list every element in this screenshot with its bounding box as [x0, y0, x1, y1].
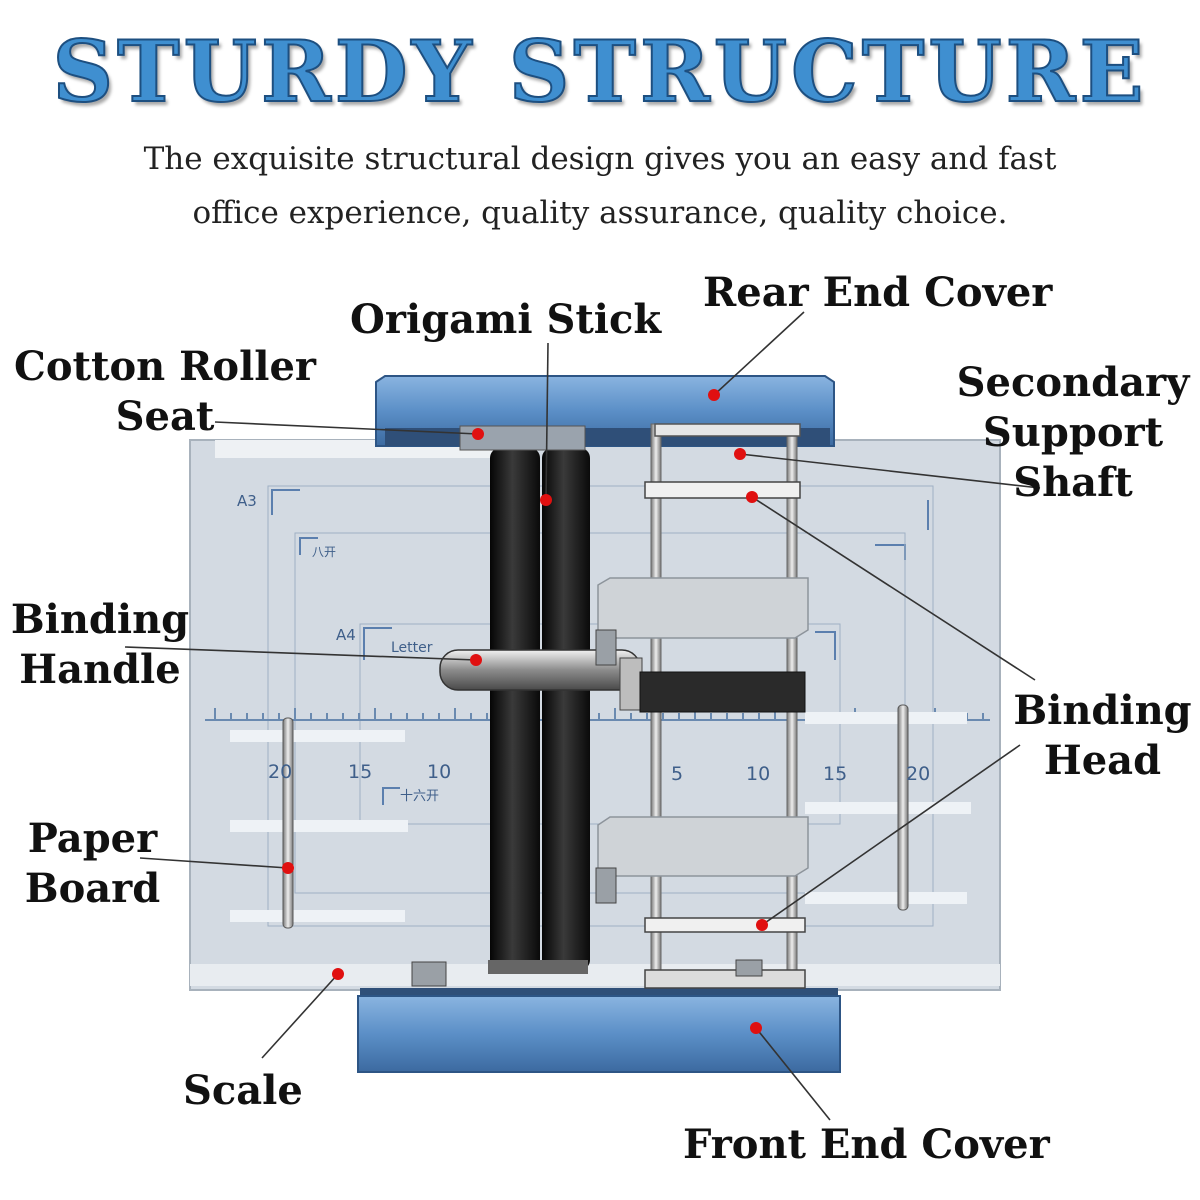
board-bottom-ruler — [190, 964, 1000, 986]
marker-dots — [282, 389, 768, 1034]
leader-lines — [124, 311, 1041, 1121]
mark-bakai: 八开 — [312, 545, 336, 559]
marker-secondary-support-shaft-2 — [746, 491, 758, 503]
marker-front-end-cover — [750, 1022, 762, 1034]
marker-secondary-support-shaft-1 — [734, 448, 746, 460]
mount-brackets — [411, 629, 763, 987]
label-paper-board: Paper Board — [24, 815, 161, 912]
binding-blocks — [597, 577, 809, 877]
marker-scale — [332, 968, 344, 980]
scale-right-15: 15 — [823, 763, 847, 785]
paper-size-guides — [271, 489, 929, 805]
mark-letter: Letter — [391, 640, 433, 656]
left-guide-bar — [282, 717, 294, 929]
label-rear-end-cover: Rear End Cover — [703, 269, 1053, 316]
label-binding-head: Binding Head — [1013, 687, 1192, 784]
marker-paper-board — [282, 862, 294, 874]
scale-left-15: 15 — [348, 761, 372, 783]
right-guide-bar — [897, 704, 909, 911]
marker-origami-stick — [540, 494, 552, 506]
label-cotton-roller-seat: Cotton Roller Seat — [14, 343, 316, 440]
label-binding-handle: Binding Handle — [10, 596, 190, 693]
page-title: STURDY STRUCTURE — [52, 21, 1148, 122]
marker-binding-handle — [470, 654, 482, 666]
mark-a4: A4 — [336, 626, 356, 644]
front-end-cover — [357, 988, 841, 1073]
marker-cotton-roller-seat — [472, 428, 484, 440]
scale-left-10: 10 — [427, 761, 451, 783]
marker-binding-head — [756, 919, 768, 931]
mark-shiliukai: 十六开 — [400, 789, 439, 804]
origami-stick-rollers — [459, 425, 590, 974]
page-subtitle: The exquisite structural design gives yo… — [143, 141, 1057, 231]
scale-left-20: 20 — [268, 761, 292, 783]
mark-a3: A3 — [237, 492, 257, 510]
label-origami-stick: Origami Stick — [350, 296, 662, 343]
board-slots — [230, 712, 971, 922]
marker-rear-end-cover — [708, 389, 720, 401]
scale-right-5: 5 — [671, 763, 683, 785]
label-secondary-support-shaft: Secondary Support Shaft — [956, 359, 1190, 506]
label-front-end-cover: Front End Cover — [683, 1121, 1050, 1168]
scale-right-10: 10 — [746, 763, 770, 785]
scale-right-20: 20 — [906, 763, 930, 785]
binding-handle — [439, 649, 806, 713]
label-scale: Scale — [183, 1067, 303, 1114]
